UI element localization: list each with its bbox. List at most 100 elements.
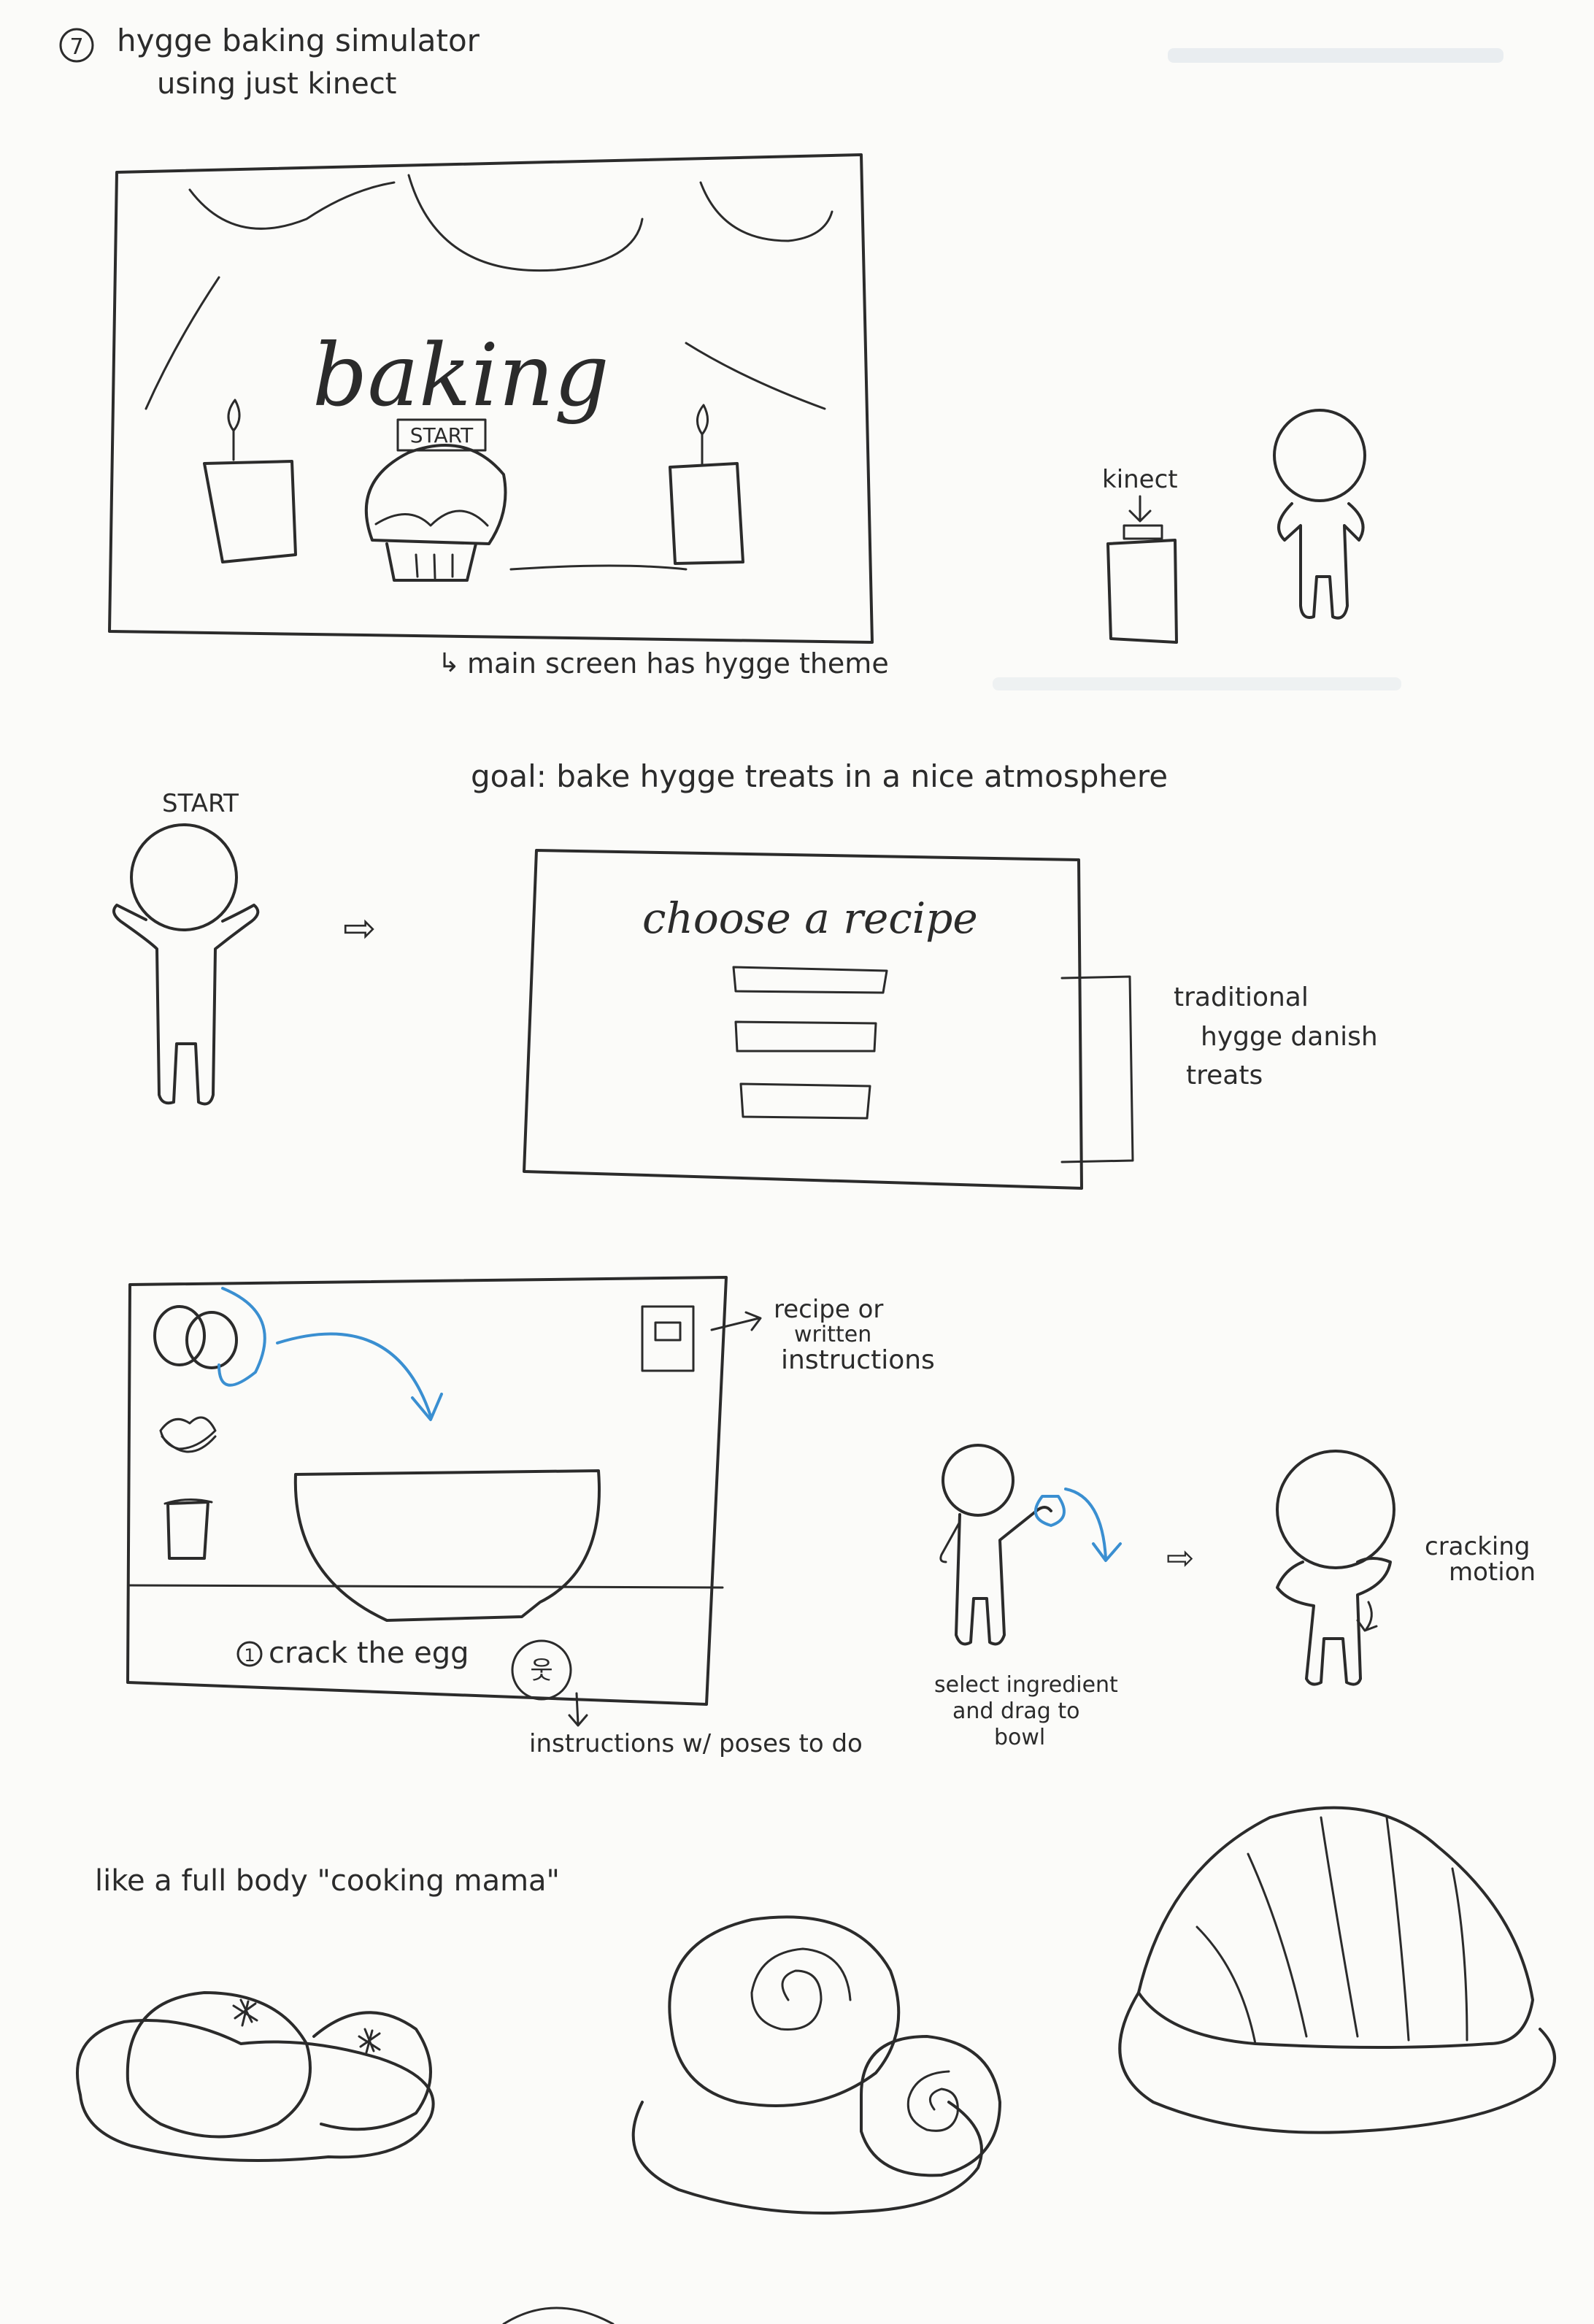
arrow-down-icon — [1128, 495, 1152, 523]
recipe-annotation-line2: hygge danish — [1201, 1022, 1378, 1052]
person-head — [1273, 409, 1366, 502]
croissant-fold — [1196, 1925, 1257, 2045]
goal-text: goal: bake hygge treats in a nice atmosp… — [471, 758, 1168, 794]
recipe-book-cover — [654, 1321, 682, 1342]
sugar-sprinkle — [232, 1998, 258, 2027]
arrow-down-icon — [568, 1692, 588, 1727]
drape-curve — [188, 181, 396, 230]
section-number: 7 — [69, 34, 83, 60]
cinnamon-swirl — [750, 1947, 852, 2031]
tv-stand-icon — [1106, 539, 1178, 644]
game-screen-frame — [126, 1276, 728, 1706]
person-body — [955, 1506, 1052, 1646]
recipe-option-2[interactable] — [734, 1020, 877, 1053]
cupcake-wrapper — [385, 542, 477, 582]
start-button[interactable] — [396, 418, 487, 452]
poses-note: instructions w/ poses to do — [529, 1729, 863, 1758]
recipe-option-3[interactable] — [739, 1082, 871, 1120]
croissant — [1137, 1806, 1534, 2049]
cinnamon-roll — [668, 1915, 901, 2107]
recipe-option-1[interactable] — [732, 966, 888, 994]
main-screen-frame — [108, 153, 874, 644]
arrow-icon — [710, 1311, 762, 1331]
table-line — [509, 564, 688, 571]
step-instruction: crack the egg — [269, 1636, 469, 1670]
start-pose-figure: START — [112, 789, 260, 1106]
partial-drawing-edge — [502, 2306, 615, 2324]
sugar-sprinkle — [358, 2028, 381, 2054]
bleed-through — [993, 48, 1503, 690]
step-number: 1 — [244, 1645, 255, 1666]
treat-ball — [312, 2011, 432, 2131]
cracking-line2: motion — [1449, 1558, 1536, 1587]
page-subtitle: using just kinect — [157, 67, 396, 101]
recipe-book-icon[interactable] — [641, 1305, 695, 1372]
main-screen-caption: main screen has hygge theme — [467, 647, 889, 680]
recipe-note-line2: written — [794, 1322, 871, 1347]
main-screen-mockup: baking START — [108, 153, 874, 644]
croissant-fold — [1320, 1816, 1359, 2038]
selection-highlight — [217, 1287, 266, 1387]
cracking-line1: cracking — [1425, 1532, 1530, 1561]
kinect-sensor-icon — [1123, 524, 1163, 540]
flour-bowl-icon — [161, 1435, 217, 1453]
drag-arrow — [1064, 1488, 1122, 1562]
pose-icon — [511, 1639, 572, 1701]
treat-ball — [126, 1991, 312, 2139]
plate-outline — [1118, 1991, 1556, 2134]
person-head — [1276, 1450, 1395, 1569]
jar-icon[interactable] — [166, 1501, 209, 1560]
plate-outline — [631, 2101, 983, 2215]
recipe-annotation-line1: traditional — [1174, 982, 1309, 1012]
flame-icon — [696, 404, 709, 465]
cinnamon-roll — [860, 2035, 1001, 2177]
arrow-right-icon: ⇨ — [1166, 1538, 1195, 1577]
step-number-circle — [236, 1641, 263, 1667]
aebleskiver-drawing — [76, 1991, 435, 2162]
kinect-label: kinect — [1102, 465, 1178, 494]
recipe-bracket — [1060, 975, 1134, 1163]
drape-curve — [145, 276, 220, 410]
person-body — [1276, 1557, 1392, 1686]
egg-icon[interactable] — [185, 1311, 238, 1369]
cupcake-frosting — [374, 509, 489, 527]
drag-arrow — [276, 1332, 443, 1421]
croissant-fold — [1247, 1852, 1308, 2038]
drape-curve — [685, 342, 826, 410]
person-head — [130, 823, 238, 931]
hand-highlight — [1033, 1495, 1066, 1527]
main-screen-caption-arrow: ↳ — [438, 648, 460, 678]
croissant-fold — [1451, 1867, 1468, 2042]
recipe-screen-title: choose a recipe — [642, 893, 978, 943]
comparison-text: like a full body "cooking mama" — [95, 1864, 560, 1898]
start-button-label: START — [410, 423, 474, 447]
cinnamon-swirl — [906, 2070, 959, 2132]
select-pose-figure — [939, 1444, 1122, 1646]
croissant-drawing — [1118, 1806, 1556, 2134]
cracking-pose-figure — [1276, 1450, 1395, 1686]
pose-figure-icon: 웃 — [530, 1656, 552, 1685]
motion-arrow — [1356, 1601, 1378, 1632]
egg-icon[interactable] — [153, 1305, 206, 1366]
select-line2: and drag to — [952, 1698, 1079, 1724]
recipe-screen-mockup: choose a recipe — [523, 849, 1083, 1190]
select-line1: select ingredient — [934, 1672, 1118, 1698]
recipe-note-line1: recipe or — [774, 1295, 883, 1324]
main-title: baking — [312, 325, 609, 426]
arrow-right-icon: ⇨ — [343, 905, 376, 951]
croissant-fold — [1385, 1816, 1410, 2042]
flame-icon — [227, 399, 241, 461]
counter-line — [128, 1584, 724, 1589]
game-screen-mockup: 1 crack the egg 웃 — [126, 1276, 728, 1706]
drape-curve — [699, 181, 833, 242]
page-header: 7 hygge baking simulator using just kine… — [59, 23, 480, 101]
candle-icon — [203, 460, 297, 563]
select-line3: bowl — [994, 1725, 1045, 1750]
person-body-arms-up — [112, 904, 260, 1106]
recipe-screen-frame — [523, 849, 1083, 1190]
jar-lid-icon — [163, 1498, 213, 1505]
cinnamon-roll-drawing — [631, 1915, 1001, 2215]
cupcake-icon — [364, 444, 507, 545]
cupcake-wrapper-lines — [415, 553, 454, 580]
